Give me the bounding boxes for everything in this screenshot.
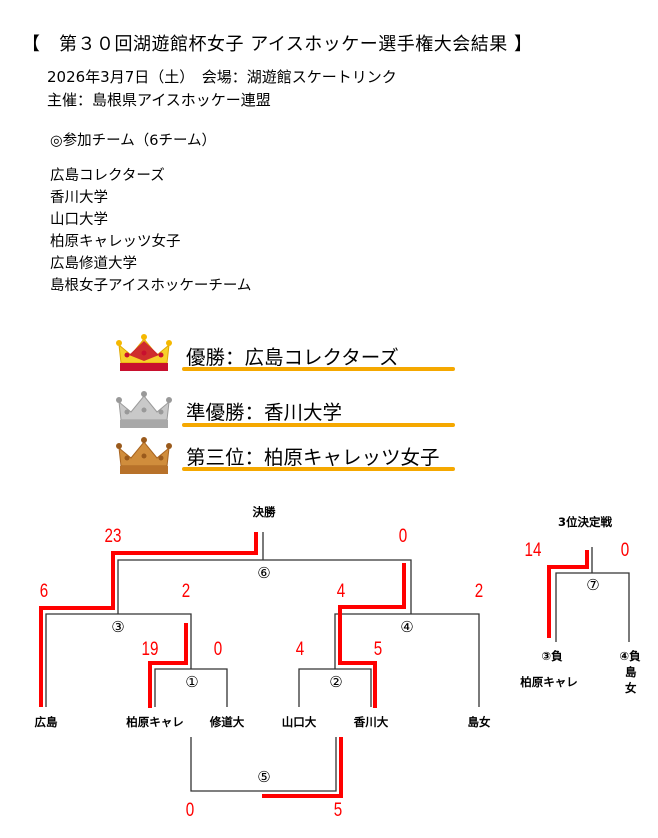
award-underline xyxy=(182,423,455,427)
gold-crown-icon xyxy=(116,334,172,371)
match-6-label: ⑥ xyxy=(257,564,271,582)
winner-path xyxy=(39,532,589,798)
score: 0 xyxy=(213,639,223,660)
match-4-label: ④ xyxy=(400,618,414,636)
match-2-label: ② xyxy=(329,673,343,691)
page-title: 【 第３０回湖遊館杯女子 アイスホッケー選手権大会結果 】 xyxy=(22,34,533,55)
match-7-label: ⑦ xyxy=(586,576,600,594)
score: 14 xyxy=(524,540,542,561)
leaf-team: 柏原キャレ xyxy=(126,715,184,729)
score: 6 xyxy=(39,581,49,602)
award-underline xyxy=(182,367,455,371)
team-item: 柏原キャレッツ女子 xyxy=(50,234,181,250)
match-5-label: ⑤ xyxy=(257,768,271,786)
score: 5 xyxy=(333,800,343,821)
teams-heading: ◎参加チーム（6チーム） xyxy=(50,133,217,149)
team-item: 島根女子アイスホッケーチーム xyxy=(50,278,252,294)
bronze-crown-icon xyxy=(116,437,172,474)
leaf-team: 広島 xyxy=(34,715,58,729)
third-place-label: 3位決定戦 xyxy=(557,515,613,529)
score: 2 xyxy=(181,581,191,602)
team-item: 広島修道大学 xyxy=(50,256,137,272)
third-slot: ④負 xyxy=(619,649,641,663)
award-underline xyxy=(182,467,455,471)
score: 23 xyxy=(104,526,122,547)
award-third: 第三位：柏原キャレッツ女子 xyxy=(186,446,440,469)
date-venue: 2026年3月7日（土） 会場：湖遊館スケートリンク xyxy=(47,68,397,86)
award-runner-up: 準優勝：香川大学 xyxy=(186,401,343,424)
bracket-lines xyxy=(45,532,630,792)
match-3-label: ③ xyxy=(111,618,125,636)
final-label: 決勝 xyxy=(252,505,276,519)
score: 19 xyxy=(141,639,159,660)
score: 4 xyxy=(295,639,305,660)
silver-crown-icon xyxy=(116,391,172,428)
score: 4 xyxy=(336,581,346,602)
organizer: 主催：島根県アイスホッケー連盟 xyxy=(47,91,271,109)
leaf-team: 修道大 xyxy=(209,715,245,729)
score: 5 xyxy=(373,639,383,660)
score: 0 xyxy=(185,800,195,821)
score: 0 xyxy=(398,526,408,547)
third-team: 島女 xyxy=(625,665,637,695)
score: 0 xyxy=(620,540,630,561)
leaf-team: 島女 xyxy=(467,715,491,729)
team-item: 香川大学 xyxy=(50,190,108,206)
third-slot: ③負 xyxy=(541,649,563,663)
leaf-team: 山口大 xyxy=(281,715,317,729)
award-champion: 優勝：広島コレクターズ xyxy=(186,346,399,369)
match-1-label: ① xyxy=(185,673,199,691)
leaf-team: 香川大 xyxy=(353,715,389,729)
score: 2 xyxy=(474,581,484,602)
team-item: 広島コレクターズ xyxy=(50,168,165,184)
third-team: 柏原キャレ xyxy=(520,675,578,689)
team-item: 山口大学 xyxy=(50,212,108,228)
